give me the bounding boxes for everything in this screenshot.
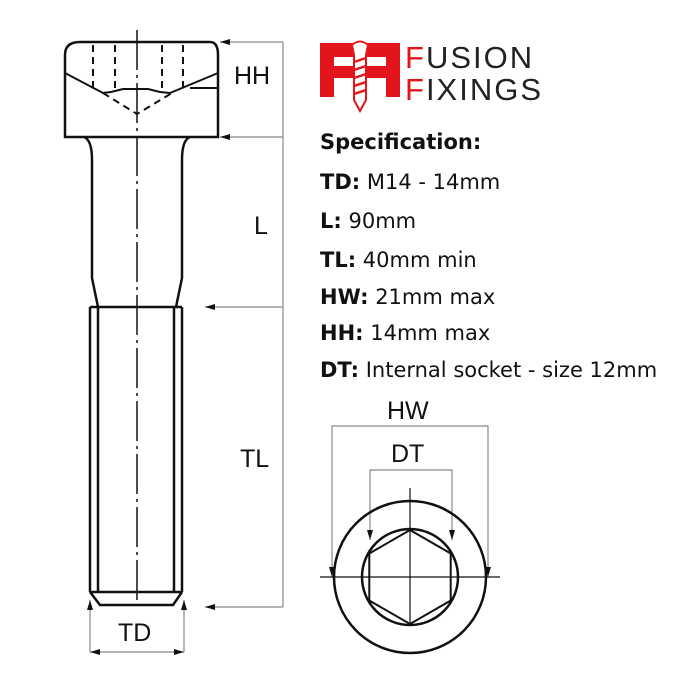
label-dt: DT [391, 440, 425, 468]
label-hw: HW [387, 397, 429, 425]
spec-key: L: [320, 209, 342, 233]
bolt-thread [88, 307, 184, 592]
label-tl: TL [240, 445, 270, 473]
spec-row-tl: TL: 40mm min [320, 248, 477, 272]
brand-initial: F [405, 72, 426, 107]
bolt-side-view [63, 40, 220, 607]
socket-line [64, 72, 219, 95]
brand-line1: FUSION [405, 40, 534, 76]
label-hh: HH [234, 62, 271, 90]
spec-value: 40mm min [362, 248, 477, 272]
brand-initial: F [405, 40, 426, 75]
spec-value: 90mm [348, 209, 417, 233]
fusion-fixings-logo-icon [320, 40, 400, 114]
bolt-head [63, 40, 220, 139]
spec-row-td: TD: M14 - 14mm [320, 170, 500, 194]
dimension-arrows [87, 39, 491, 655]
spec-key: HH: [320, 321, 364, 345]
spec-value: 21mm max [375, 285, 496, 309]
dimension-lines [89, 41, 489, 653]
bolt-shank [83, 135, 191, 308]
spec-row-dt: DT: Internal socket - size 12mm [320, 358, 657, 382]
spec-row-hw: HW: 21mm max [320, 285, 495, 309]
spec-key: HW: [320, 285, 369, 309]
label-td: TD [118, 619, 152, 647]
brand-word: IXINGS [425, 72, 544, 107]
spec-value: Internal socket - size 12mm [365, 358, 658, 382]
spec-key: TD: [320, 170, 361, 194]
brand-word: USION [425, 40, 535, 75]
brand-line2: FIXINGS [405, 72, 543, 108]
label-l: L [254, 212, 268, 240]
spec-heading: Specification: [320, 130, 482, 154]
spec-key: DT: [320, 358, 360, 382]
spec-key: TL: [320, 248, 357, 272]
spec-row-hh: HH: 14mm max [320, 321, 490, 345]
spec-row-l: L: 90mm [320, 209, 416, 233]
spec-value: 14mm max [370, 321, 491, 345]
top-view-crosshair [320, 488, 500, 624]
spec-value: M14 - 14mm [366, 170, 501, 194]
socket-hidden-lines [92, 45, 184, 116]
